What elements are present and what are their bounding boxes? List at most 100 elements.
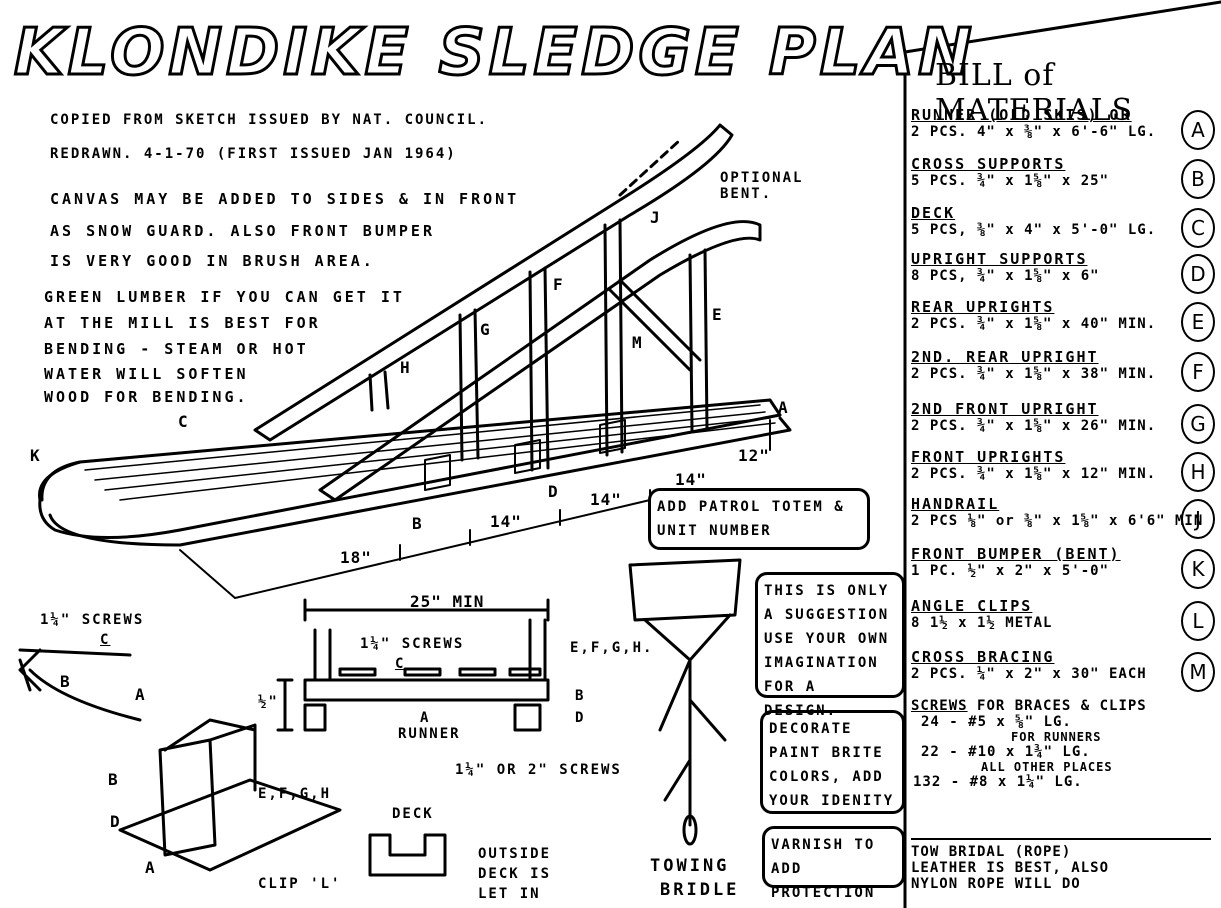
optional-bent-dash — [618, 138, 682, 197]
label-j: J — [650, 208, 661, 227]
bom-item: DECK 5 PCS, ⅜" x 4" x 5'-0" LG. C — [911, 204, 1215, 248]
deck-let-in: LET IN — [478, 886, 541, 902]
bom-tow: TOW BRIDAL (ROPE) LEATHER IS BEST, ALSO … — [911, 838, 1211, 892]
bom-item-letter: H — [1181, 452, 1215, 492]
patrol-totem-note: ADD PATROL TOTEM & UNIT NUMBER — [648, 488, 870, 550]
bom-item-name: UPRIGHT SUPPORTS — [911, 250, 1088, 268]
bom-item-letter: F — [1181, 352, 1215, 392]
cross-section — [276, 598, 550, 732]
bom-item-name: 2ND FRONT UPRIGHT — [911, 400, 1099, 418]
joint-efgh: E,F,G,H — [258, 786, 332, 802]
note-green-2: AT THE MILL IS BEST FOR — [44, 314, 321, 332]
page-title: KLONDIKE SLEDGE PLAN — [13, 15, 976, 92]
cross-a: A — [420, 710, 431, 726]
cross-bottom-screws: 1¼" OR 2" SCREWS — [455, 762, 622, 778]
note-green-3: BENDING - STEAM OR HOT — [44, 340, 309, 358]
bom-item-name: CROSS SUPPORTS — [911, 155, 1066, 173]
cross-width: 25" MIN — [410, 592, 485, 611]
label-m: M — [632, 333, 643, 352]
bom-item-letter: E — [1181, 302, 1215, 342]
bom-title: BILL of MATERIALS — [935, 58, 1134, 128]
bom-item: ANGLE CLIPS 8 1½ x 1½ METAL L — [911, 597, 1215, 641]
cross-runner: RUNNER — [398, 726, 461, 742]
label-b: B — [412, 514, 423, 533]
deck-is: DECK IS — [478, 866, 552, 882]
bom-item-name: DECK — [911, 204, 956, 222]
bom-item-letter: G — [1181, 404, 1215, 444]
bom-tow-1: TOW BRIDAL (ROPE) — [911, 844, 1072, 860]
bom-item-letter: K — [1181, 549, 1215, 589]
bom-item-letter: C — [1181, 208, 1215, 248]
note-green-1: GREEN LUMBER IF YOU CAN GET IT — [44, 288, 405, 306]
bom-item-spec: 2 PCS. 4" x ⅜" x 6'-6" LG. — [911, 124, 1157, 140]
bom-item-name: REAR UPRIGHTS — [911, 298, 1055, 316]
dim-14b: 14" — [590, 490, 622, 509]
cross-dim-v: ½" — [258, 694, 279, 710]
bom-tow-3: NYLON ROPE WILL DO — [911, 876, 1081, 892]
bom-screws-3: 132 - #8 x 1¼" LG. — [913, 774, 1083, 790]
bom-item-spec: 8 PCS, ¾" x 1⅝" x 6" — [911, 268, 1100, 284]
bridle-label: BRIDLE — [660, 880, 740, 900]
bom-item-name: FRONT BUMPER (BENT) — [911, 545, 1121, 563]
bom-item-letter: D — [1181, 254, 1215, 294]
dim-14c: 14" — [675, 470, 707, 489]
deck-profile — [368, 833, 447, 877]
sled-runner — [48, 416, 792, 547]
deck-outside: OUTSIDE — [478, 846, 552, 862]
deck-label: DECK — [392, 806, 434, 822]
upright-h — [368, 370, 390, 412]
bom-item-spec: 1 PC. ½" x 2" x 5'-0" — [911, 563, 1110, 579]
bom-item-name: 2ND. REAR UPRIGHT — [911, 348, 1099, 366]
bom-item-spec: 2 PCS. ¾" x 1⅝" x 40" MIN. — [911, 316, 1157, 332]
bom-item: RUNNER (OLD SKIS) OR 2 PCS. 4" x ⅜" x 6'… — [911, 106, 1215, 150]
note-green-4: WATER WILL SOFTEN — [44, 365, 249, 383]
joint-detail — [118, 718, 342, 872]
label-a: A — [778, 398, 789, 417]
bom-item: FRONT BUMPER (BENT) 1 PC. ½" x 2" x 5'-0… — [911, 545, 1215, 589]
cross-support-blocks — [424, 419, 626, 491]
bom-item-letter: J — [1181, 499, 1215, 539]
dimension-line — [179, 419, 771, 599]
suggestion-box: THIS IS ONLY A SUGGESTION USE YOUR OWN I… — [755, 572, 905, 719]
left-c-label: C — [100, 632, 111, 648]
bom-screws-runners: FOR RUNNERS — [1011, 730, 1102, 744]
dim-18: 18" — [340, 548, 372, 567]
note-redrawn: REDRAWN. 4-1-70 (FIRST ISSUED JAN 1964) — [50, 146, 457, 162]
bom-item: FRONT UPRIGHTS 2 PCS. ¾" x 1⅝" x 12" MIN… — [911, 448, 1215, 492]
front-bumper — [40, 460, 82, 502]
varnish-box: VARNISH TO ADD PROTECTION — [762, 826, 905, 901]
bom-screws-braces: FOR BRACES & CLIPS — [977, 698, 1147, 714]
bom-item: CROSS BRACING 2 PCS. ¼" x 2" x 30" EACH … — [911, 648, 1215, 692]
bom-item: CROSS SUPPORTS 5 PCS. ¾" x 1⅝" x 25" B — [911, 155, 1215, 199]
joint-clip: CLIP 'L' — [258, 876, 342, 892]
note-green-5: WOOD FOR BENDING. — [44, 388, 249, 406]
handrail-left — [253, 123, 734, 442]
bom-item: HANDRAIL 2 PCS ⅛" or ⅜" x 1⅝" x 6'6" MIN… — [911, 495, 1215, 539]
cross-d: D — [575, 710, 586, 726]
cross-efgh: E,F,G,H. — [570, 640, 654, 656]
bridle-ropes — [628, 558, 742, 827]
upright-g — [458, 308, 480, 462]
bom-item-name: ANGLE CLIPS — [911, 597, 1033, 615]
label-h: H — [400, 358, 411, 377]
bom-item-name: HANDRAIL — [911, 495, 1000, 513]
bom-item-spec: 5 PCS. ¾" x 1⅝" x 25" — [911, 173, 1110, 189]
label-optional-bent: OPTIONAL BENT. — [720, 170, 804, 202]
note-canvas-1: CANVAS MAY BE ADDED TO SIDES & IN FRONT — [50, 190, 520, 208]
bom-item-spec: 5 PCS, ⅜" x 4" x 5'-0" LG. — [911, 222, 1157, 238]
corner-detail — [18, 648, 142, 722]
bridle-loop — [682, 814, 698, 846]
label-d: D — [548, 482, 559, 501]
label-g: G — [480, 320, 491, 339]
handrail-right — [318, 220, 762, 502]
joint-a: A — [145, 858, 156, 877]
bom-item-spec: 2 PCS. ¾" x 1⅝" x 38" MIN. — [911, 366, 1157, 382]
upright-e — [603, 218, 624, 457]
bom-screws-other: ALL OTHER PLACES — [981, 760, 1113, 774]
bom-screws: SCREWS FOR BRACES & CLIPS 24 - #5 x ⅝" L… — [911, 698, 1211, 790]
note-canvas-3: IS VERY GOOD IN BRUSH AREA. — [50, 252, 375, 270]
joint-d: D — [110, 812, 121, 831]
bill-of-materials: BILL of MATERIALS RUNNER (OLD SKIS) OR 2… — [905, 48, 1221, 908]
bom-item-name: RUNNER (OLD SKIS) OR — [911, 106, 1132, 124]
